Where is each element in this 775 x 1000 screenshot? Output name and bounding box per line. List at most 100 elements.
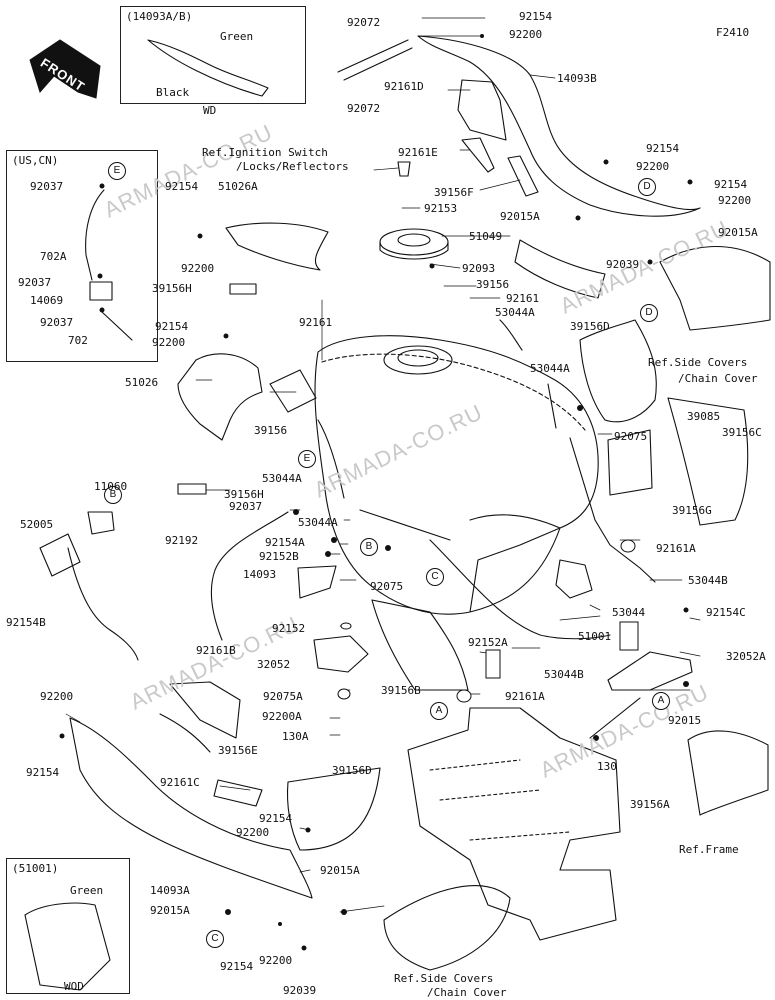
switch-52005 <box>39 533 81 577</box>
diagram-code: F2410 <box>716 26 750 39</box>
part-label: 92152 <box>272 622 306 635</box>
cover-14093A <box>69 717 313 899</box>
part-label: 53044A <box>298 516 338 529</box>
callout-e-inset: E <box>108 162 126 180</box>
hose-92192 <box>210 511 289 641</box>
part-label: 92075 <box>370 580 404 593</box>
inset-51001 <box>6 858 130 994</box>
grommet-92161A <box>456 689 472 703</box>
strip-53044B-right <box>569 437 656 583</box>
part-label: 92154 <box>714 178 748 191</box>
part-label: 92037 <box>229 500 263 513</box>
fastener-dot <box>301 945 307 951</box>
fastener-dot <box>593 735 599 741</box>
part-label: 39156A <box>630 798 670 811</box>
spacer-92152A <box>485 649 501 679</box>
part-label: 52005 <box>20 518 54 531</box>
part-label: 92192 <box>165 534 199 547</box>
part-label: 92072 <box>347 102 381 115</box>
part-label: 92015A <box>718 226 758 239</box>
part-label: 53044A <box>495 306 535 319</box>
bolt-130 <box>589 697 641 739</box>
grommet-92152 <box>340 622 352 630</box>
cover-51026A <box>225 222 329 271</box>
strip-53044A-top <box>499 319 523 351</box>
pad-39156G <box>607 429 653 496</box>
side-cover-right-upper <box>659 246 771 331</box>
part-label: 39156E <box>218 744 258 757</box>
inset-part-92037-c: 92037 <box>40 316 74 329</box>
part-label: 92161C <box>160 776 200 789</box>
part-label: 92075 <box>614 430 648 443</box>
mat-inner-lines <box>429 759 571 841</box>
bracket-11060 <box>87 511 115 535</box>
inset-part-14069 <box>89 281 113 301</box>
fastener-dot <box>59 733 65 739</box>
inset-caption-wd: WD <box>203 104 217 117</box>
fuel-cap <box>379 228 449 256</box>
part-label: 92039 <box>283 984 317 997</box>
inset-green-label: Green <box>220 30 254 43</box>
part-label: 53044A <box>530 362 570 375</box>
inset-hose-702 <box>101 311 133 341</box>
part-label: Ref.Side Covers <box>394 972 494 985</box>
part-label: 92161 <box>506 292 540 305</box>
frame-reference <box>687 730 769 816</box>
grommet-92161A-right <box>620 539 636 553</box>
fastener-dot <box>278 922 282 926</box>
fastener-dot <box>577 405 583 411</box>
fastener-dot <box>647 259 653 265</box>
fastener-dot <box>325 551 331 557</box>
knee-pad-39085 <box>579 319 657 423</box>
fastener-dot <box>683 607 689 613</box>
part-label: 92154 <box>259 812 293 825</box>
inset-title-14093AB: (14093A/B) <box>126 10 193 23</box>
fastener-dot <box>225 909 231 915</box>
spacer-53044 <box>619 621 639 651</box>
callout-d-upper: D <box>638 178 656 196</box>
strip-39156E <box>159 713 211 753</box>
part-label: 92152A <box>468 636 508 649</box>
part-label: 92154 <box>26 766 60 779</box>
strip-92072-a <box>337 39 409 73</box>
fastener-dot <box>293 509 299 515</box>
part-label: 92161E <box>398 146 438 159</box>
strip-53044A-mid <box>359 509 451 541</box>
fuel-cap-side <box>379 241 449 260</box>
part-label: 92161A <box>656 542 696 555</box>
callout-a-right: A <box>652 692 670 710</box>
part-label: 32052 <box>257 658 291 671</box>
grommet-92075A <box>337 688 351 700</box>
part-label: 92154 <box>220 960 254 973</box>
part-label: /Chain Cover <box>427 986 507 999</box>
strip-53044B-bottom <box>429 539 611 640</box>
part-label: 39156 <box>254 424 288 437</box>
fuel-cap-inner <box>397 233 431 247</box>
pad-39156-left <box>269 369 317 413</box>
part-label: 39156C <box>722 426 762 439</box>
tank-filler-opening <box>383 345 453 375</box>
cover-14093B <box>417 35 701 217</box>
part-label: 39156B <box>381 684 421 697</box>
part-label: 92161 <box>299 316 333 329</box>
part-label: 92154 <box>165 180 199 193</box>
fastener-dot <box>575 215 581 221</box>
part-label: 51001 <box>578 630 612 643</box>
pad-39156C <box>667 397 749 526</box>
part-label: 14093B <box>557 72 597 85</box>
part-label: 51026 <box>125 376 159 389</box>
pad-39156B <box>371 599 469 691</box>
part-label: 39156H <box>224 488 264 501</box>
inset-green-label-bottom: Green <box>70 884 104 897</box>
inset-14093A-B <box>120 6 306 104</box>
pad-lower-small <box>213 779 263 807</box>
part-label: 39156F <box>434 186 474 199</box>
fastener-dot <box>683 681 689 687</box>
part-label: 92200A <box>262 710 302 723</box>
fastener-dot <box>305 827 311 833</box>
part-label: 53044B <box>544 668 584 681</box>
inset-wod-part <box>24 902 111 991</box>
part-label: 14093 <box>243 568 277 581</box>
part-label: 53044B <box>688 574 728 587</box>
part-label: 39156D <box>570 320 610 333</box>
